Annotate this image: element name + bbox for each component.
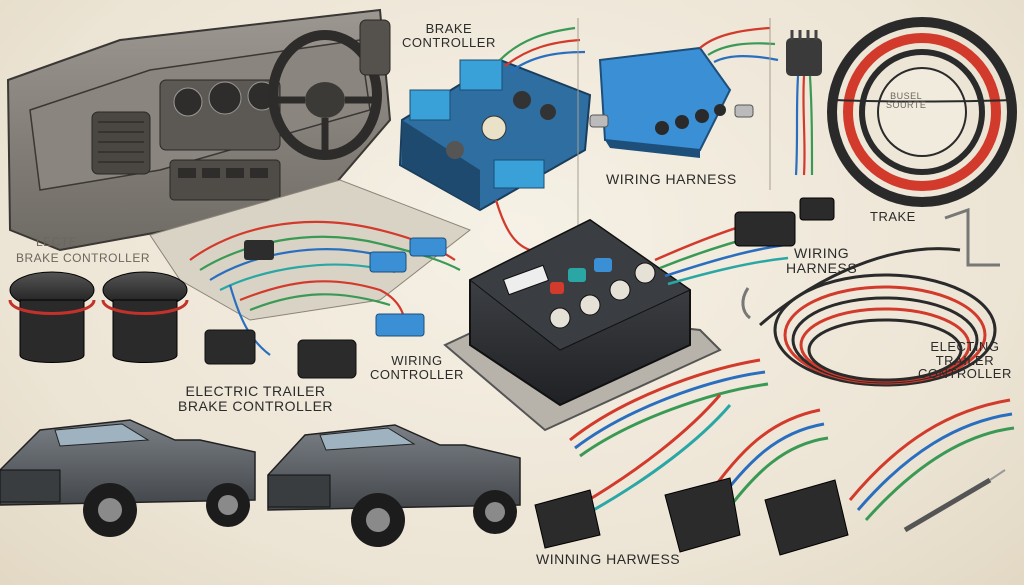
coiled-harness	[759, 207, 1000, 387]
dashboard-interior	[6, 8, 472, 379]
label-wiring-harness-right: WIRING HARNESS	[786, 245, 858, 276]
wire-spool	[827, 17, 1017, 207]
label-lecte: LECTE	[36, 235, 78, 249]
label-electric-trailer-brake-controller: ELECTRIC TRAILER BRAKE CONTROLLER	[178, 383, 334, 414]
label-electing-trailer-controller: ELECTING TRAILER CONTROLLER	[918, 339, 1012, 382]
label-wiring-controller: WIRING CONTROLLER	[370, 353, 464, 382]
main-control-box	[443, 197, 835, 432]
label-brake-controller-left: BRAKE CONTROLLER	[16, 251, 151, 265]
circuit-board-controller	[398, 26, 592, 252]
label-trake: TRAKE	[870, 209, 916, 224]
small-plug	[786, 30, 822, 176]
label-wining-harwess: WINNING HARWESS	[536, 551, 681, 567]
blue-connector	[589, 26, 779, 158]
bottom-connectors	[534, 477, 849, 556]
label-wiring-harness-mid: WIRING HARNESS	[606, 171, 737, 187]
pickup-trucks	[0, 419, 521, 547]
brake-knobs	[8, 271, 189, 363]
label-brake-controller-top: BRAKE CONTROLLER	[402, 21, 496, 50]
label-spool-text: BUSEL SOURTE	[886, 91, 927, 111]
